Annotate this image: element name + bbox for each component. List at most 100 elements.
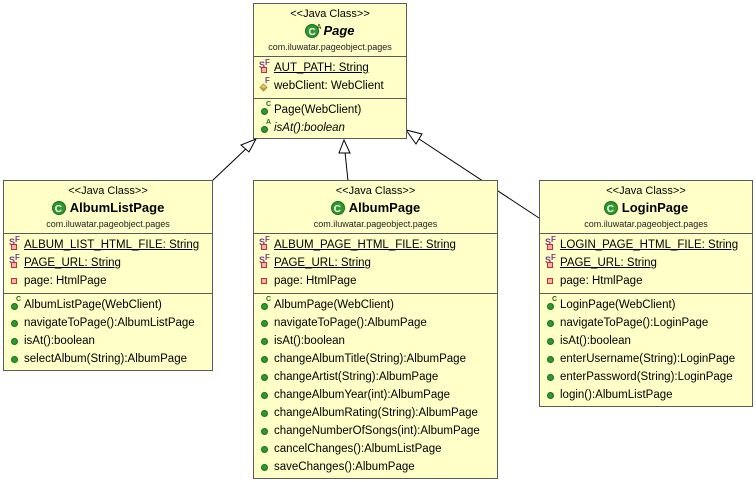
static-final-field-icon <box>259 58 271 74</box>
class-albumpage[interactable]: <<Java Class>> AlbumPage com.iluwatar.pa… <box>253 180 498 479</box>
album-extends-page-line <box>344 151 349 182</box>
fields-section: LOGIN_PAGE_HTML_FILE: String PAGE_URL: S… <box>540 234 752 294</box>
public-method-icon <box>545 353 557 365</box>
method-row: changeNumberOfSongs(int):AlbumPage <box>254 422 497 440</box>
constructor-icon <box>545 296 557 311</box>
field-row: page: HtmlPage <box>540 272 752 290</box>
fields-section: ALBUM_PAGE_HTML_FILE: String PAGE_URL: S… <box>254 234 497 294</box>
private-field-icon <box>259 275 271 287</box>
field-row: webClient: WebClient <box>254 76 406 95</box>
method-row: isAt():boolean <box>254 332 497 350</box>
abstract-class-icon <box>305 19 322 41</box>
package-name: com.iluwatar.pageobject.pages <box>46 219 170 229</box>
method-row: changeArtist(String):AlbumPage <box>254 368 497 386</box>
methods-section: Page(WebClient) isAt():boolean <box>254 99 406 140</box>
static-final-field-icon <box>259 235 271 251</box>
method-row: LoginPage(WebClient) <box>540 296 752 314</box>
class-icon <box>51 200 66 218</box>
final-field-icon <box>259 76 271 92</box>
static-final-field-icon <box>9 235 21 251</box>
public-method-icon <box>259 389 271 401</box>
constructor-icon <box>259 101 271 116</box>
public-method-icon <box>259 371 271 383</box>
stereotype-label: <<Java Class>> <box>68 185 148 197</box>
field-row: page: HtmlPage <box>254 272 497 290</box>
method-row: cancelChanges():AlbumListPage <box>254 440 497 458</box>
method-row: navigateToPage():LoginPage <box>540 314 752 332</box>
static-final-field-icon <box>545 253 557 269</box>
public-method-icon <box>259 407 271 419</box>
method-row: login():AlbumListPage <box>540 386 752 404</box>
field-row: LOGIN_PAGE_HTML_FILE: String <box>540 235 752 254</box>
class-name: AlbumPage <box>348 200 421 215</box>
class-loginpage[interactable]: <<Java Class>> LoginPage com.iluwatar.pa… <box>539 180 753 407</box>
method-row: Page(WebClient) <box>254 101 406 119</box>
fields-section: AUT_PATH: String webClient: WebClient <box>254 57 406 99</box>
method-row: isAt():boolean <box>4 332 212 350</box>
method-row: navigateToPage():AlbumListPage <box>4 314 212 332</box>
private-field-icon <box>9 275 21 287</box>
method-row: AlbumListPage(WebClient) <box>4 296 212 314</box>
private-field-icon <box>545 275 557 287</box>
class-name: Page <box>323 23 355 38</box>
fields-section: ALBUM_LIST_HTML_FILE: String PAGE_URL: S… <box>4 234 212 294</box>
field-row: ALBUM_LIST_HTML_FILE: String <box>4 235 212 254</box>
public-method-icon <box>259 443 271 455</box>
package-name: com.iluwatar.pageobject.pages <box>584 219 708 229</box>
field-row: PAGE_URL: String <box>540 253 752 272</box>
field-row: PAGE_URL: String <box>254 253 497 272</box>
method-row: navigateToPage():AlbumPage <box>254 314 497 332</box>
public-method-icon <box>259 317 271 329</box>
albumlist-extends-page-line <box>211 144 251 182</box>
public-method-icon <box>259 461 271 473</box>
stereotype-label: <<Java Class>> <box>290 8 370 20</box>
public-method-icon <box>9 335 21 347</box>
field-row: AUT_PATH: String <box>254 58 406 77</box>
public-method-icon <box>9 317 21 329</box>
class-icon <box>330 200 345 218</box>
public-method-icon <box>259 335 271 347</box>
public-method-icon <box>545 389 557 401</box>
constructor-icon <box>9 296 21 311</box>
static-final-field-icon <box>259 253 271 269</box>
abstract-method-icon <box>259 119 271 134</box>
static-final-field-icon <box>9 253 21 269</box>
method-row: AlbumPage(WebClient) <box>254 296 497 314</box>
methods-section: AlbumPage(WebClient) navigateToPage():Al… <box>254 294 497 479</box>
albumlist-generalization-arrowhead <box>240 138 258 153</box>
method-row: enterPassword(String):LoginPage <box>540 368 752 386</box>
method-row: changeAlbumRating(String):AlbumPage <box>254 404 497 422</box>
method-row: changeAlbumYear(int):AlbumPage <box>254 386 497 404</box>
public-method-icon <box>545 371 557 383</box>
package-name: com.iluwatar.pageobject.pages <box>313 219 438 229</box>
public-method-icon <box>545 317 557 329</box>
class-name: LoginPage <box>621 200 689 215</box>
method-row: saveChanges():AlbumPage <box>254 458 497 476</box>
login-extends-page-line <box>415 136 540 219</box>
album-generalization-arrowhead <box>338 138 351 154</box>
class-name: AlbumListPage <box>69 200 165 215</box>
class-page[interactable]: <<Java Class>> Page com.iluwatar.pageobj… <box>253 3 407 139</box>
field-row: page: HtmlPage <box>4 272 212 290</box>
constructor-icon <box>259 296 271 311</box>
public-method-icon <box>545 335 557 347</box>
method-row: changeAlbumTitle(String):AlbumPage <box>254 350 497 368</box>
public-method-icon <box>259 353 271 365</box>
package-name: com.iluwatar.pageobject.pages <box>268 42 392 52</box>
public-method-icon <box>9 353 21 365</box>
class-icon <box>603 200 618 218</box>
class-albumlistpage[interactable]: <<Java Class>> AlbumListPage com.iluwata… <box>3 180 213 371</box>
public-method-icon <box>259 425 271 437</box>
stereotype-label: <<Java Class>> <box>606 185 686 197</box>
field-row: PAGE_URL: String <box>4 253 212 272</box>
method-row: selectAlbum(String):AlbumPage <box>4 350 212 368</box>
login-generalization-arrowhead <box>404 129 423 145</box>
methods-section: AlbumListPage(WebClient) navigateToPage(… <box>4 294 212 371</box>
method-row: enterUsername(String):LoginPage <box>540 350 752 368</box>
stereotype-label: <<Java Class>> <box>335 185 416 197</box>
static-final-field-icon <box>545 235 557 251</box>
field-row: ALBUM_PAGE_HTML_FILE: String <box>254 235 497 254</box>
methods-section: LoginPage(WebClient) navigateToPage():Lo… <box>540 294 752 407</box>
method-row: isAt():boolean <box>254 119 406 137</box>
